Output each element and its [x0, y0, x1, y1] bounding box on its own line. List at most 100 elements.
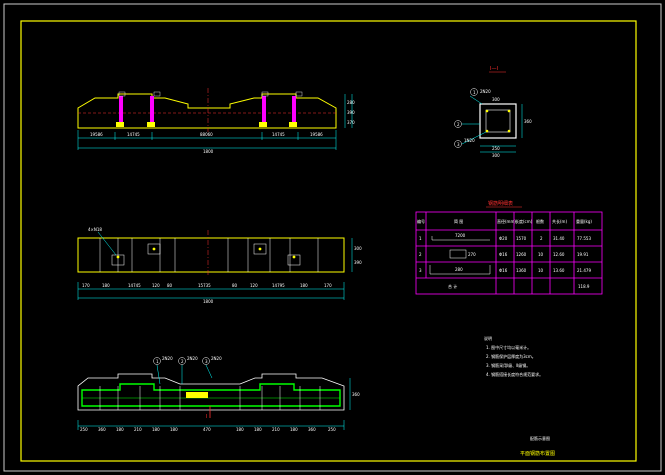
view-3-label-1: 2N20 — [162, 356, 173, 361]
view-1-dim-4: 14745 — [272, 132, 285, 137]
view-3-outline — [77, 373, 345, 411]
drawing-frame — [20, 20, 637, 462]
view-1-elevation: 19586 14745 88060 14745 19586 1800 280 3… — [77, 88, 355, 154]
table-row: 1 7200 Φ20 1570 2 31.40 77.553 — [419, 233, 591, 241]
view-2-dim-3: 14745 — [128, 283, 141, 288]
row-1-total: 31.40 — [553, 236, 565, 241]
view-2-dim-7: 80 — [232, 283, 238, 288]
view-3-dim-7: 470 — [203, 427, 211, 432]
view-2-dim-5: 80 — [167, 283, 173, 288]
notes: 说明 1. 图中尺寸均以毫米计。 2. 钢筋保护层厚度为3cm。 3. 钢筋采用… — [484, 335, 543, 377]
svg-text:Ⅰ: Ⅰ — [206, 414, 207, 420]
view-3-dim-11: 180 — [290, 427, 298, 432]
notes-item-3: 3. 钢筋采用Ⅰ级、Ⅱ级钢。 — [486, 362, 530, 368]
row-1-dia: Φ20 — [499, 236, 508, 241]
title-block-line-2: 平面钢筋布置图 — [520, 450, 555, 457]
row-2-sketch: 270 — [468, 252, 476, 257]
view-3-label-2: 2N20 — [187, 356, 198, 361]
section-dim-bottom-1: 250 — [492, 146, 500, 151]
section-label-1: 2N20 — [480, 89, 491, 94]
row-1-count: 2 — [540, 236, 543, 241]
notes-item-2: 2. 钢筋保护层厚度为3cm。 — [486, 353, 536, 359]
row-3-count: 10 — [538, 268, 544, 273]
section-callout-1: 1 — [473, 90, 476, 95]
section-callout-3: 3 — [457, 142, 460, 147]
view-2-label: 4×N18 — [88, 227, 102, 232]
view-3-label-3: 2N20 — [211, 356, 222, 361]
row-3-weight: 21.479 — [577, 268, 591, 273]
view-1-dim-2: 14745 — [127, 132, 140, 137]
row-1-no: 1 — [419, 236, 422, 241]
rebar-table: 钢筋明细表 编号 简 图 直径(mm) 长度(cm) 根数 共长(m) 重量(k… — [415, 200, 603, 295]
section-label-2: 1N20 — [464, 138, 475, 143]
view-2-dim-1: 170 — [82, 283, 90, 288]
view-2-plan: 4×N18 170 180 14745 120 80 15735 80 120 … — [77, 227, 362, 304]
view-1-dim-5: 19586 — [310, 132, 323, 137]
view-1-side-dim-2: 390 — [347, 110, 355, 115]
table-row: 2 270 Φ16 1260 10 12.60 19.91 — [419, 249, 589, 259]
row-2-no: 2 — [419, 252, 422, 257]
table-header-weight: 重量(kg) — [576, 218, 592, 224]
view-2-dim-6: 15735 — [198, 283, 211, 288]
view-1-outline — [77, 93, 337, 129]
view-3-dim-13: 250 — [328, 427, 336, 432]
view-2-total: 1800 — [203, 299, 214, 304]
section-outer — [479, 103, 517, 139]
view-2-side-dim-1: 300 — [354, 246, 362, 251]
table-header-len: 长度(cm) — [515, 218, 533, 224]
view-3-dim-2: 360 — [98, 427, 106, 432]
view-1-dim-1: 19586 — [90, 132, 103, 137]
row-3-no: 3 — [419, 268, 422, 273]
notes-item-1: 1. 图中尺寸均以毫米计。 — [486, 344, 531, 350]
view-3-dim-12: 360 — [308, 427, 316, 432]
table-header-total: 共长(m) — [552, 218, 567, 224]
view-2-side-dim-2: 390 — [354, 260, 362, 265]
table-footer-weight: 118.9 — [578, 284, 590, 289]
row-1-len: 1570 — [516, 236, 527, 241]
view-3-side-dim: 360 — [352, 392, 360, 397]
view-2-dim-10: 180 — [300, 283, 308, 288]
row-1-sketch: 7200 — [455, 233, 466, 238]
outer-frame — [3, 3, 662, 472]
view-3-dim-8: 180 — [236, 427, 244, 432]
row-1-weight: 77.553 — [577, 236, 591, 241]
view-3-dim-9: 180 — [254, 427, 262, 432]
row-2-len: 1260 — [516, 252, 527, 257]
view-3-dim-5: 180 — [152, 427, 160, 432]
view-3-dim-4: 210 — [134, 427, 142, 432]
view-1-side-dim-1: 280 — [347, 100, 355, 105]
table-footer-label: 合 计 — [448, 283, 457, 289]
view-3-dim-1: 250 — [80, 427, 88, 432]
view-1-total: 1800 — [203, 149, 214, 154]
notes-title: 说明 — [484, 335, 492, 341]
section-callout-2: 2 — [457, 122, 460, 127]
view-2-outline — [77, 237, 345, 273]
view-1-piers — [119, 96, 296, 126]
row-2-dia: Φ16 — [499, 252, 508, 257]
row-3-sketch: 280 — [455, 267, 463, 272]
view-1-side-dim-3: 370 — [347, 120, 355, 125]
row-3-dia: Φ16 — [499, 268, 508, 273]
view-1-dim-3: 88060 — [200, 132, 213, 137]
row-2-count: 10 — [538, 252, 544, 257]
row-2-weight: 19.91 — [577, 252, 589, 257]
view-2-dim-8: 120 — [250, 283, 258, 288]
title-block-line-1: 配筋示意图 — [530, 435, 550, 441]
view-3-callout-3: 3 — [205, 359, 208, 364]
view-2-dim-9: 14795 — [272, 283, 285, 288]
view-3-reinforcement: Ⅰ 1 2 3 2N20 2N20 2N20 250 360 180 210 1… — [77, 356, 360, 432]
table-row: 3 280 Φ16 1360 10 13.60 21.479 — [419, 265, 591, 275]
table-header-dia: 直径(mm) — [497, 218, 516, 224]
section-dim-bottom-2: 300 — [492, 153, 500, 158]
section-1-1: Ⅰ—Ⅰ 1 2 3 2N20 1N20 300 250 300 360 — [454, 66, 532, 158]
section-inner — [485, 109, 511, 133]
table-header-no: 编号 — [417, 218, 425, 224]
view-3-callout-2: 2 — [181, 359, 184, 364]
section-title: Ⅰ—Ⅰ — [490, 66, 498, 72]
title-block: 配筋示意图 平面钢筋布置图 — [520, 435, 555, 457]
view-3-dim-6: 180 — [170, 427, 178, 432]
view-2-dim-2: 180 — [102, 283, 110, 288]
row-3-total: 13.60 — [553, 268, 565, 273]
table-title: 钢筋明细表 — [488, 200, 513, 207]
view-3-dim-3: 180 — [116, 427, 124, 432]
